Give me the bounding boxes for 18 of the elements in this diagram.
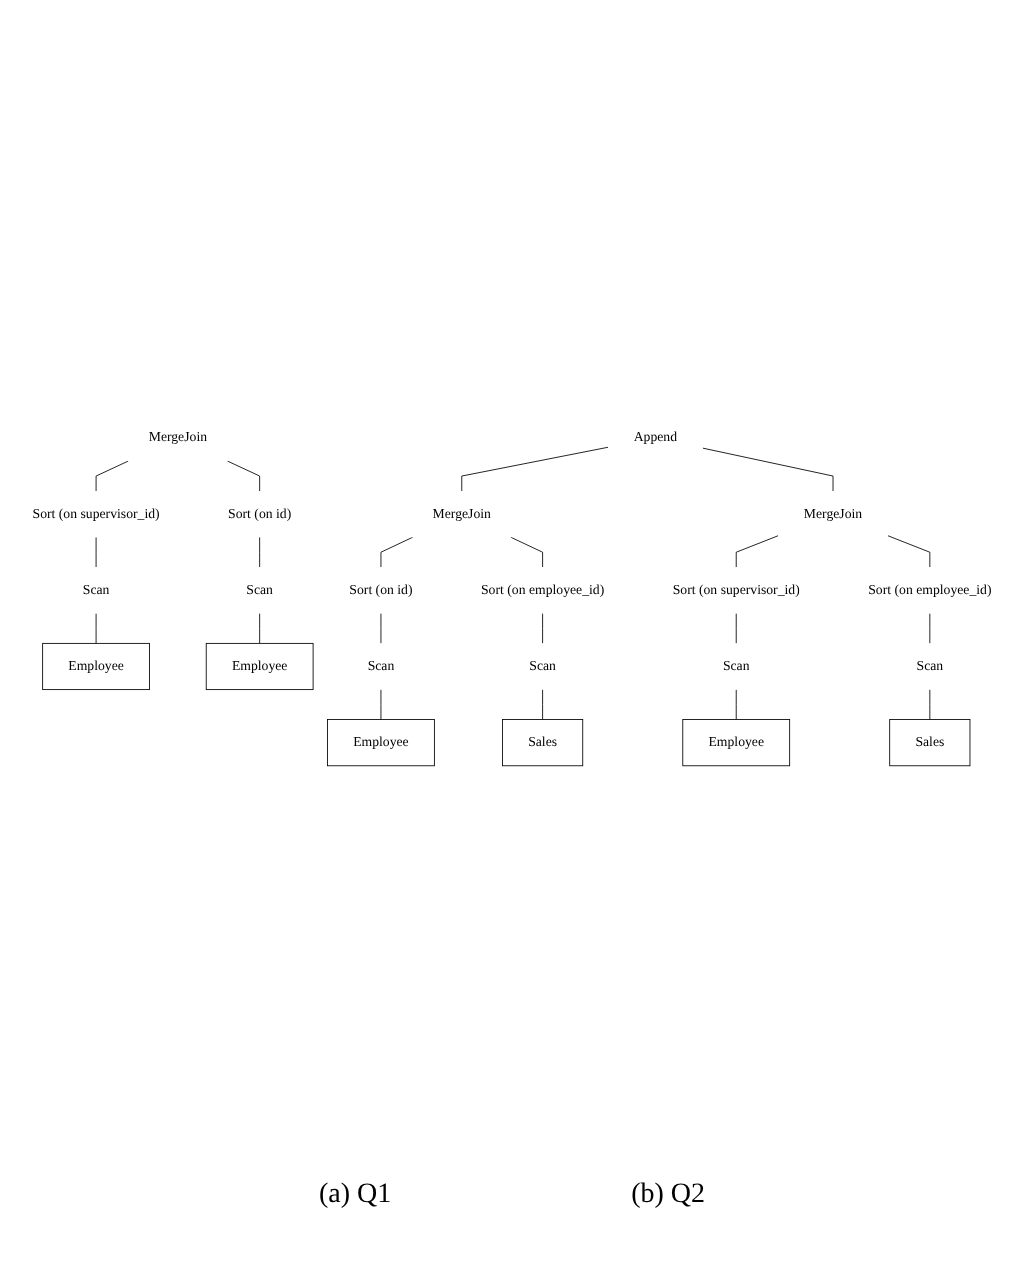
connector bbox=[259, 612, 261, 644]
connector bbox=[95, 612, 97, 644]
connector bbox=[510, 536, 544, 568]
connector bbox=[461, 446, 609, 492]
connector bbox=[735, 534, 779, 568]
connector bbox=[542, 612, 544, 644]
connector bbox=[380, 536, 414, 568]
connector bbox=[227, 460, 261, 492]
connector bbox=[887, 534, 931, 568]
connector bbox=[929, 688, 931, 720]
connector bbox=[735, 688, 737, 720]
connector bbox=[259, 536, 261, 568]
connector bbox=[380, 688, 382, 720]
figure-caption: (b) Q2 bbox=[631, 1180, 706, 1212]
connector bbox=[542, 688, 544, 720]
connector bbox=[95, 460, 129, 492]
connector bbox=[702, 447, 834, 492]
figure-caption: (a) Q1 bbox=[318, 1180, 392, 1212]
